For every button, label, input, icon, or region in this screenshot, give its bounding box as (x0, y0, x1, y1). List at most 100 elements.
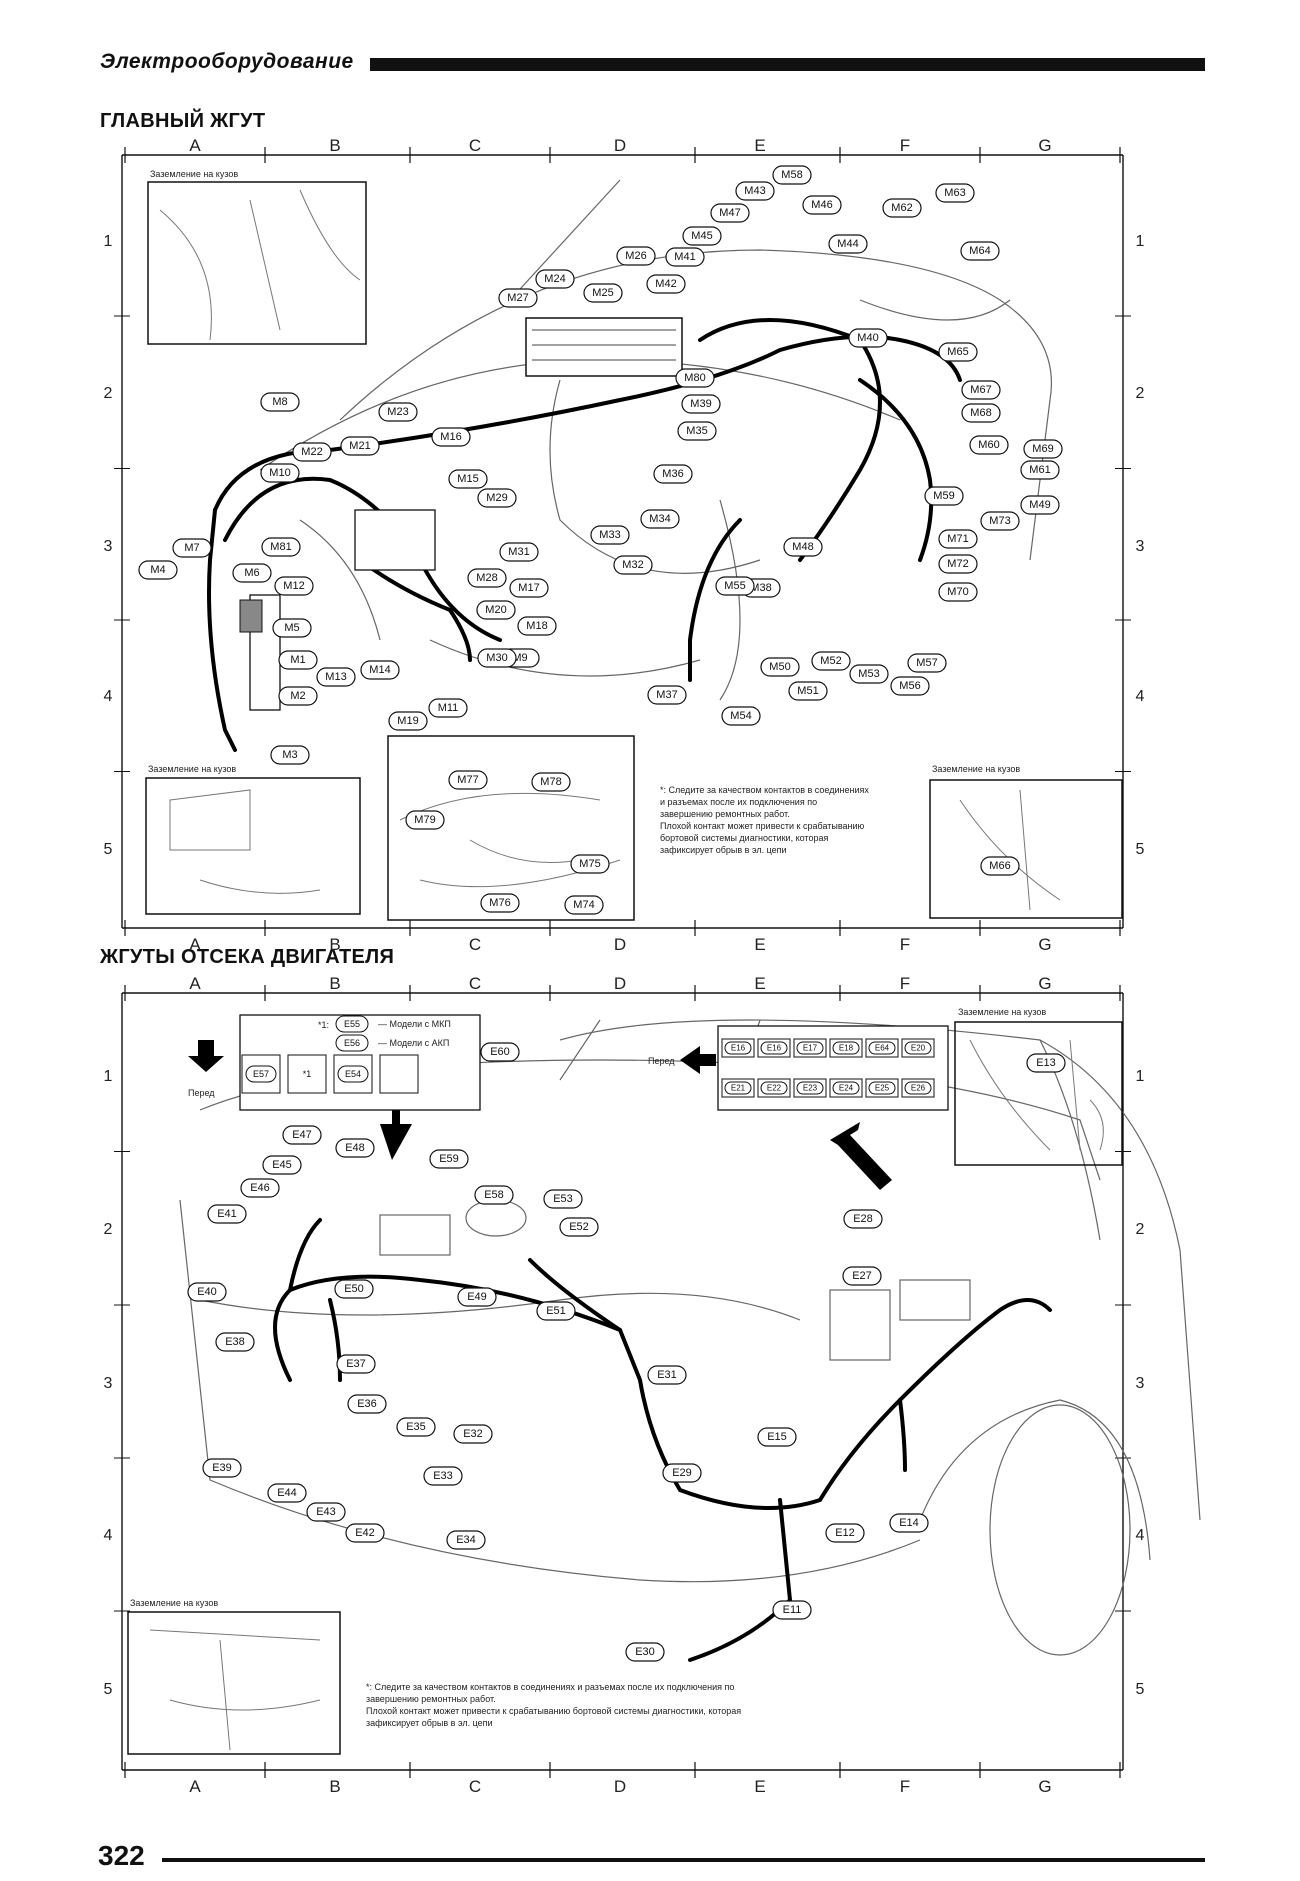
relay-badge (904, 1081, 932, 1095)
connector-badge (682, 226, 722, 246)
connector-label: M54 (730, 710, 751, 722)
relay-slot-right: E20 (901, 1038, 935, 1058)
connector-m35: M35 (677, 421, 717, 441)
connector-m36: M36 (653, 464, 693, 484)
connector-label: M61 (1029, 464, 1050, 476)
connector-m16: M16 (431, 427, 471, 447)
bottom-grid-col-label-d: D (614, 1777, 626, 1796)
connector-label: E28 (853, 1213, 873, 1225)
connector-label: M24 (544, 273, 565, 285)
connector-label: E53 (553, 1193, 573, 1205)
footer-rule (162, 1858, 1205, 1862)
connector-m26: M26 (616, 246, 656, 266)
connector-badge (480, 1042, 520, 1062)
connector-label: M21 (349, 440, 370, 452)
top-grid-col-label-a: A (189, 935, 201, 954)
top-note-line-3: завершению ремонтных работ. (660, 809, 790, 819)
connector-badge (347, 1394, 387, 1414)
top-grid-col-label-f: F (900, 935, 910, 954)
connector-label: M63 (944, 187, 965, 199)
connector-badge (270, 745, 310, 765)
connector-badge (517, 616, 557, 636)
connector-m39: M39 (681, 394, 721, 414)
connector-label: E59 (439, 1153, 459, 1165)
top-grid-row-label-3: 3 (104, 538, 113, 555)
connector-m23: M23 (378, 402, 418, 422)
connector-e44: E44 (267, 1483, 307, 1503)
connector-label: E50 (344, 1283, 364, 1295)
bottom-note-line-2: завершению ремонтных работ. (366, 1694, 496, 1704)
top-grid-col-label-e: E (754, 136, 765, 155)
top-grid-col-label-c: C (469, 136, 481, 155)
engine-harness-wires (273, 1218, 1052, 1662)
bottom-grid-col-label-c: C (469, 974, 481, 993)
connector-badge (306, 1502, 346, 1522)
connector-e38: E38 (215, 1332, 255, 1352)
top-grid-row-label-2: 2 (1136, 385, 1145, 402)
bottom-grid-col-label-f: F (900, 974, 910, 993)
connector-label: E48 (345, 1142, 365, 1154)
bottom-note-line-3: Плохой контакт может привести к срабатыв… (366, 1706, 741, 1716)
bottom-grid-row-label-4: 4 (1136, 1527, 1145, 1544)
connector-badge (1023, 439, 1063, 459)
connector-badge (935, 183, 975, 203)
connector-badge (828, 234, 868, 254)
inset-ground-m4 (147, 181, 367, 345)
connector-m6: M6 (232, 563, 272, 583)
connector-badge (811, 651, 851, 671)
connector-m75: M75 (570, 854, 610, 874)
connector-e35: E35 (396, 1417, 436, 1437)
connector-e39: E39 (202, 1458, 242, 1478)
connector-label: E33 (433, 1470, 453, 1482)
connector-m67: M67 (961, 380, 1001, 400)
connector-label: M2 (290, 690, 305, 702)
connector-label: M33 (599, 529, 620, 541)
connector-badge (336, 1354, 376, 1374)
connector-badge (613, 555, 653, 575)
connector-label: M76 (489, 897, 510, 909)
connector-label: E52 (569, 1221, 589, 1233)
connector-label: M77 (457, 774, 478, 786)
top-grid-row-label-5: 5 (104, 841, 113, 858)
connector-m2: M2 (278, 686, 318, 706)
connector-badge (509, 578, 549, 598)
connector-e47: E47 (282, 1125, 322, 1145)
connector-m42: M42 (646, 274, 686, 294)
connector-e50: E50 (334, 1279, 374, 1299)
connector-m14: M14 (360, 660, 400, 680)
connector-m15: M15 (448, 469, 488, 489)
relay-badge (724, 1041, 752, 1055)
bottom-note-line-4: зафиксирует обрыв в эл. цепи (366, 1718, 493, 1728)
connector-badge (961, 380, 1001, 400)
bottom-grid-col-label-g: G (1038, 974, 1051, 993)
connector-badge (583, 283, 623, 303)
connector-badge (405, 810, 445, 830)
connector-badge (882, 198, 922, 218)
connector-m25: M25 (583, 283, 623, 303)
connector-m81: M81 (261, 537, 301, 557)
connector-badge (278, 686, 318, 706)
ecu-unit (525, 317, 683, 377)
inset-caption-3: Заземление на кузов (932, 764, 1020, 774)
legend-text: — Модели с МКП (378, 1019, 451, 1029)
connector-m11: M11 (428, 698, 468, 718)
connector-label: E42 (355, 1527, 375, 1539)
connector-label: E38 (225, 1336, 245, 1348)
connector-badge (849, 664, 889, 684)
connector-e32: E32 (453, 1424, 493, 1444)
top-grid-row-label-1: 1 (104, 233, 113, 250)
relay-slot-right: E23 (793, 1078, 827, 1098)
connector-m22: M22 (292, 442, 332, 462)
connector-label: E12 (835, 1527, 855, 1539)
connector-label: M58 (781, 169, 802, 181)
connector-badge (564, 895, 604, 915)
junction-box (354, 509, 436, 571)
connector-label: M17 (518, 582, 539, 594)
connector-m13: M13 (316, 667, 356, 687)
connector-e43: E43 (306, 1502, 346, 1522)
connector-badge (842, 1266, 882, 1286)
dashboard-sketch (259, 179, 1052, 701)
connector-m24: M24 (535, 269, 575, 289)
relay-badge (337, 1065, 369, 1083)
connector-label: E49 (467, 1291, 487, 1303)
